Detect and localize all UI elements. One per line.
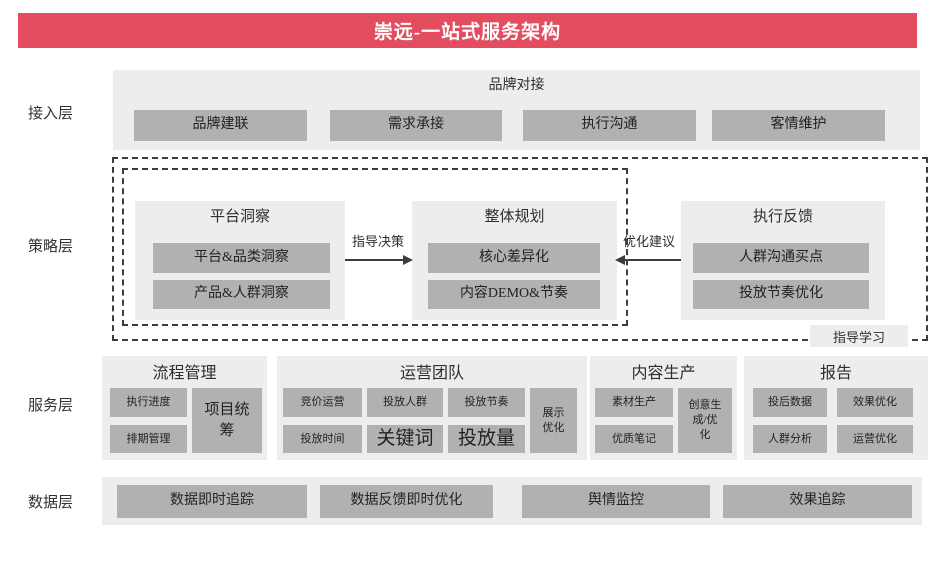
data-item-realtime-tracking: 数据即时追踪 (117, 485, 307, 518)
service-item-exec-progress: 执行进度 (110, 388, 187, 417)
strategy-item-audience-selling-point: 人群沟通买点 (693, 243, 869, 273)
strategy-item-platform-category-insight: 平台&品类洞察 (153, 243, 330, 273)
strategy-item-content-demo-rhythm: 内容DEMO&节奏 (428, 280, 600, 309)
strategy-item-core-differentiation: 核心差异化 (428, 243, 600, 273)
arrow-left-head-icon (615, 255, 625, 265)
service-item-delivery-audience: 投放人群 (367, 388, 443, 417)
service-item-material-production: 素材生产 (595, 388, 673, 417)
layer-label-service: 服务层 (28, 398, 74, 414)
service-item-keywords: 关键词 (367, 425, 443, 453)
service-group-title-content-production: 内容生产 (631, 365, 696, 382)
service-group-title-process-mgmt: 流程管理 (152, 365, 217, 382)
arrow-line-guide-decision (345, 259, 404, 261)
service-item-audience-analysis: 人群分析 (753, 425, 827, 453)
access-item-demand-intake: 需求承接 (330, 110, 502, 141)
access-item-brand-connect: 品牌建联 (134, 110, 307, 141)
service-group-title-report: 报告 (819, 365, 852, 382)
strategy-outer-dashed-box (112, 157, 928, 341)
service-item-quality-notes: 优质笔记 (595, 425, 673, 453)
service-item-effect-optimize: 效果优化 (837, 388, 913, 417)
service-item-delivery-time: 投放时间 (283, 425, 362, 453)
service-item-creative-generation-optimize: 创意生成/优化 (678, 388, 732, 453)
strategy-item-delivery-rhythm-optimize: 投放节奏优化 (693, 280, 869, 309)
data-item-effect-tracking: 效果追踪 (723, 485, 912, 518)
arrow-line-optimize-suggestion (625, 259, 681, 261)
data-item-feedback-realtime-optimize: 数据反馈即时优化 (320, 485, 493, 518)
data-item-sentiment-monitoring: 舆情监控 (522, 485, 710, 518)
arrow-label-optimize-suggestion: 优化建议 (622, 234, 675, 249)
layer-label-data: 数据层 (28, 495, 74, 511)
access-item-exec-communication: 执行沟通 (523, 110, 696, 141)
service-item-delivery-volume: 投放量 (448, 425, 525, 453)
service-item-schedule-mgmt: 排期管理 (110, 425, 187, 453)
service-item-delivery-rhythm: 投放节奏 (448, 388, 525, 417)
service-item-display-optimize: 展示优化 (530, 388, 577, 453)
page-title: 崇远-一站式服务架构 (373, 22, 562, 43)
service-item-post-delivery-data: 投后数据 (753, 388, 827, 417)
guided-learning-tag: 指导学习 (810, 325, 908, 347)
strategy-inner-dashed-box (122, 168, 628, 326)
arrow-label-guide-decision: 指导决策 (351, 234, 404, 249)
service-item-bid-operation: 竞价运营 (283, 388, 362, 417)
service-group-title-operations-team: 运营团队 (399, 365, 464, 382)
strategy-group-title-platform-insight: 平台洞察 (209, 209, 270, 225)
service-item-project-coordination: 项目统筹 (192, 388, 262, 453)
access-item-client-care: 客情维护 (712, 110, 885, 141)
strategy-item-product-audience-insight: 产品&人群洞察 (153, 280, 330, 309)
arrow-right-head-icon (403, 255, 413, 265)
layer-label-access: 接入层 (28, 106, 74, 122)
layer-label-strategy: 策略层 (28, 239, 74, 255)
strategy-group-title-execution-feedback: 执行反馈 (752, 209, 813, 225)
access-panel-title: 品牌对接 (488, 78, 545, 93)
strategy-group-title-overall-planning: 整体规划 (484, 209, 545, 225)
service-item-operation-optimize: 运营优化 (837, 425, 913, 453)
title-banner: 崇远-一站式服务架构 (18, 13, 917, 48)
